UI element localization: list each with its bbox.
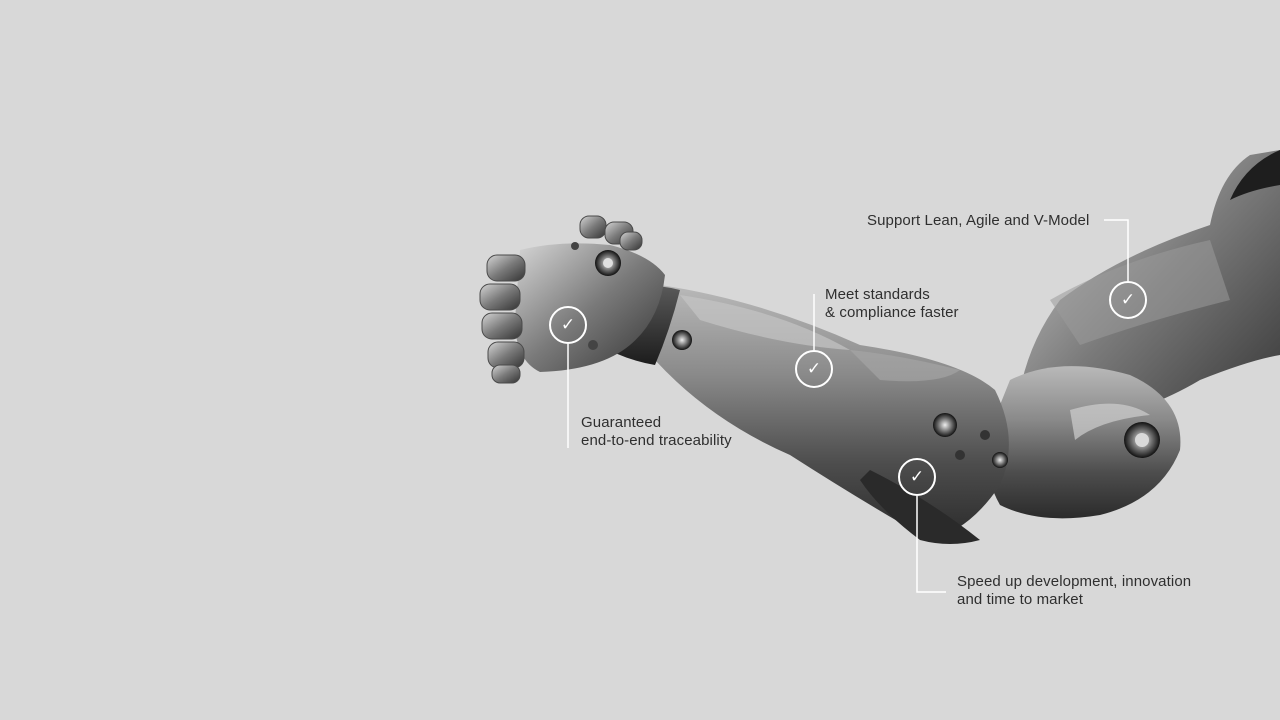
check-circle-icon: ✓ (1109, 281, 1147, 319)
check-circle-icon: ✓ (898, 458, 936, 496)
check-circle-icon: ✓ (549, 306, 587, 344)
callout-line: and time to market (957, 591, 1084, 608)
callout-line: & compliance faster (825, 304, 959, 321)
callout-lean-agile: Support Lean, Agile and V-Model (867, 212, 1089, 230)
callout-line: Meet standards (825, 286, 930, 303)
callout-line: end-to-end traceability (581, 432, 732, 449)
check-circle-icon: ✓ (795, 350, 833, 388)
callout-line: Guaranteed (581, 414, 662, 431)
callout-line: Speed up development, innovation (957, 573, 1192, 590)
callout-traceability: Guaranteed end-to-end traceability (581, 414, 732, 450)
callout-speed: Speed up development, innovation and tim… (957, 573, 1191, 609)
callout-line: Support Lean, Agile and V-Model (867, 212, 1090, 229)
callout-standards: Meet standards & compliance faster (825, 286, 959, 322)
